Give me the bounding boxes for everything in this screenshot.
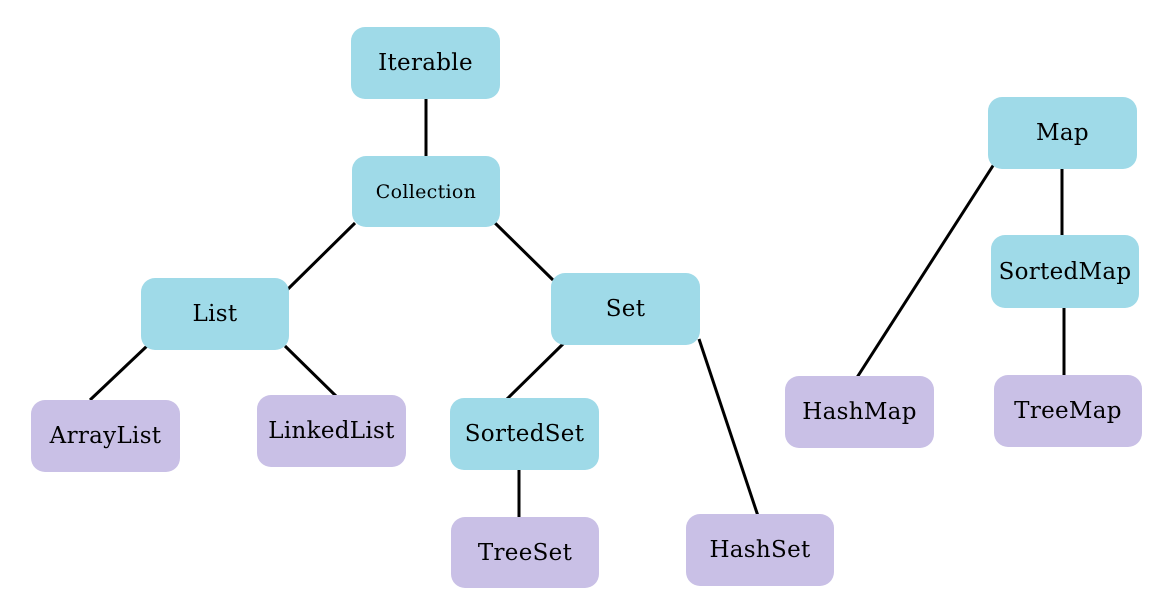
node-hashmap-label: HashMap <box>802 399 917 425</box>
edge-list-linkedlist <box>283 344 340 400</box>
edge-map-hashmap <box>854 160 998 380</box>
edge-list-arraylist <box>88 344 149 402</box>
node-map: Map <box>988 97 1137 169</box>
node-hashmap: HashMap <box>785 376 934 448</box>
node-sortedset-label: SortedSet <box>464 421 585 447</box>
node-set-label: Set <box>605 296 646 322</box>
node-treeset: TreeSet <box>451 517 599 588</box>
node-arraylist: ArrayList <box>31 400 180 472</box>
node-list: List <box>141 278 289 350</box>
node-treemap-label: TreeMap <box>1014 398 1122 424</box>
node-hashset-label: HashSet <box>709 537 811 563</box>
node-collection-label: Collection <box>375 180 477 203</box>
node-sortedmap-label: SortedMap <box>998 258 1132 285</box>
node-list-label: List <box>192 301 238 327</box>
edge-collection-set <box>492 220 555 282</box>
node-map-label: Map <box>1036 120 1089 146</box>
node-sortedmap: SortedMap <box>991 235 1139 308</box>
node-arraylist-label: ArrayList <box>49 423 162 449</box>
node-treeset-label: TreeSet <box>477 539 573 566</box>
node-linkedlist-label: LinkedList <box>268 418 395 444</box>
edge-set-sortedset <box>504 341 566 402</box>
node-iterable-label: Iterable <box>378 50 473 76</box>
node-collection: Collection <box>352 156 500 227</box>
node-set: Set <box>551 273 700 345</box>
node-hashset: HashSet <box>686 514 834 586</box>
edge-set-hashset <box>697 338 760 517</box>
node-iterable: Iterable <box>351 27 500 99</box>
node-sortedset: SortedSet <box>450 398 599 470</box>
node-linkedlist: LinkedList <box>257 395 406 467</box>
node-treemap: TreeMap <box>994 375 1142 447</box>
edge-collection-list <box>285 221 357 292</box>
